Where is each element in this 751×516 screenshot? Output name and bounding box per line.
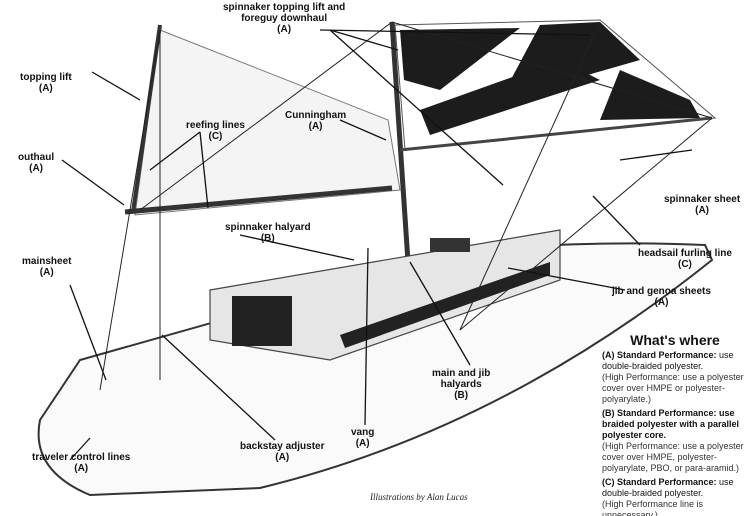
label-headsail-furling-line: headsail furling line (C) xyxy=(638,248,732,270)
main-mast xyxy=(389,21,411,263)
boom xyxy=(124,185,393,215)
label-traveler-control-lines: traveler control lines (A) xyxy=(32,452,131,474)
label-main-jib-halyards: main and jib halyards (B) xyxy=(432,368,491,401)
cabin xyxy=(209,229,561,361)
label-reefing-lines: reefing lines (C) xyxy=(186,120,245,142)
label-spinnaker-topping-lift: spinnaker topping lift and foreguy downh… xyxy=(223,2,346,35)
legend-entry-c: (C) Standard Performance: use double-bra… xyxy=(602,477,734,516)
label-mainsheet: mainsheet (A) xyxy=(22,256,72,278)
legend-entry-a: (A) Standard Performance: use double-bra… xyxy=(602,350,744,404)
spinnaker-pole xyxy=(399,116,713,152)
label-backstay-adjuster: backstay adjuster (A) xyxy=(240,441,325,463)
hatch xyxy=(430,238,470,252)
label-topping-lift: topping lift (A) xyxy=(20,72,72,94)
illustration-credit: Illustrations by Alan Lucas xyxy=(370,492,468,502)
label-spinnaker-halyard: spinnaker halyard (B) xyxy=(225,222,311,244)
legend-title: What's where xyxy=(630,332,720,348)
label-outhaul: outhaul (A) xyxy=(18,152,55,174)
legend-entry-b: (B) Standard Performance: use braided po… xyxy=(602,408,744,473)
cockpit-block xyxy=(232,296,292,346)
label-jib-genoa-sheets: jib and genoa sheets (A) xyxy=(612,286,711,308)
label-spinnaker-sheet: spinnaker sheet (A) xyxy=(664,194,741,216)
spinnaker xyxy=(394,19,717,151)
hull xyxy=(37,242,714,497)
leader-lines xyxy=(61,29,693,461)
label-cunningham: Cunningham (A) xyxy=(285,110,347,132)
legend-whats-where: What's where (A) Standard Performance: u… xyxy=(602,332,748,516)
cabin-windows xyxy=(340,262,550,348)
label-vang: vang (A) xyxy=(351,427,375,449)
